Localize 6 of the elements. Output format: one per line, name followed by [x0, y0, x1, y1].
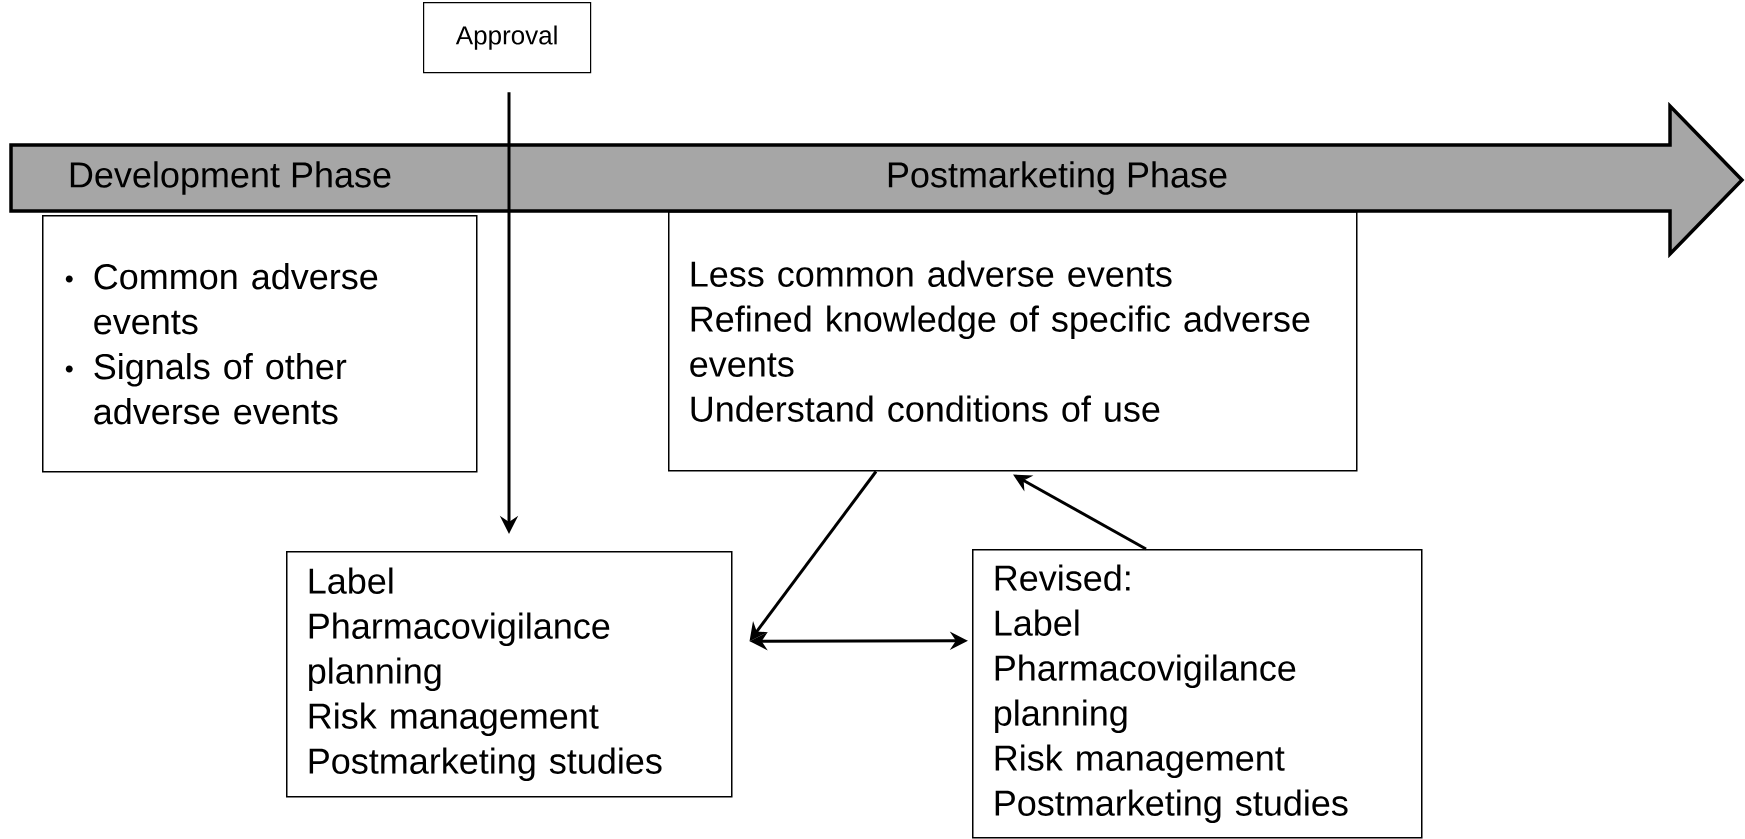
approval-box: Approval	[423, 2, 592, 74]
findings-box: Less common adverse events Refined knowledge of specific adverse events Understand conditions of use	[668, 211, 1358, 472]
actions-box: Label Pharmacovigilance planning Risk management Postmarketing studies	[286, 551, 733, 798]
bullet-list-box: Common adverse events Signals of other adverse events	[42, 215, 478, 473]
revised-actions-box: Revised: Label Pharmacovigilance planning Risk management Postmarketing studies	[972, 549, 1423, 839]
phase-label: Development Phase	[70, 161, 391, 195]
